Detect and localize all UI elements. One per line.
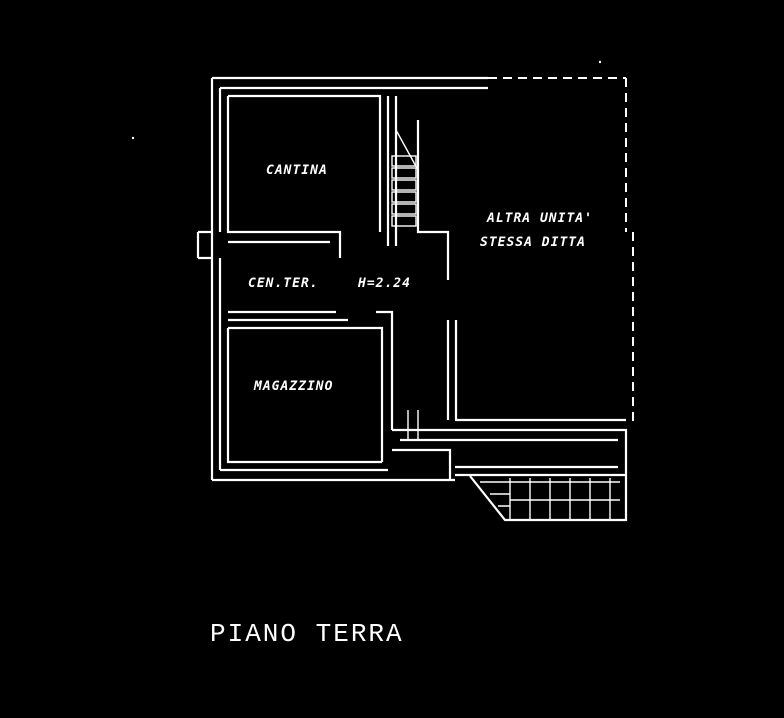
corridor	[228, 310, 458, 430]
bottom-block	[392, 410, 628, 480]
room-label-altra-unita: ALTRA UNITA'	[486, 211, 593, 226]
mark-dot	[598, 60, 602, 64]
magazzino-room	[226, 326, 384, 464]
left-entrance	[196, 230, 212, 260]
floor-title: PIANO TERRA	[210, 619, 404, 649]
exterior-steps	[469, 475, 628, 522]
mark-dot	[131, 136, 135, 140]
outer-walls	[210, 76, 488, 482]
room-label-magazzino: MAGAZZINO	[253, 379, 333, 394]
room-label-height: H=2.24	[357, 276, 411, 291]
room-label-stessa-ditta: STESSA DITTA	[480, 235, 586, 250]
other-unit-boundary	[488, 77, 634, 425]
cantina-room	[226, 94, 382, 258]
room-label-cantina: CANTINA	[266, 163, 328, 178]
room-label-centrale-termica: CEN.TER.	[248, 276, 319, 291]
stair	[386, 96, 450, 280]
